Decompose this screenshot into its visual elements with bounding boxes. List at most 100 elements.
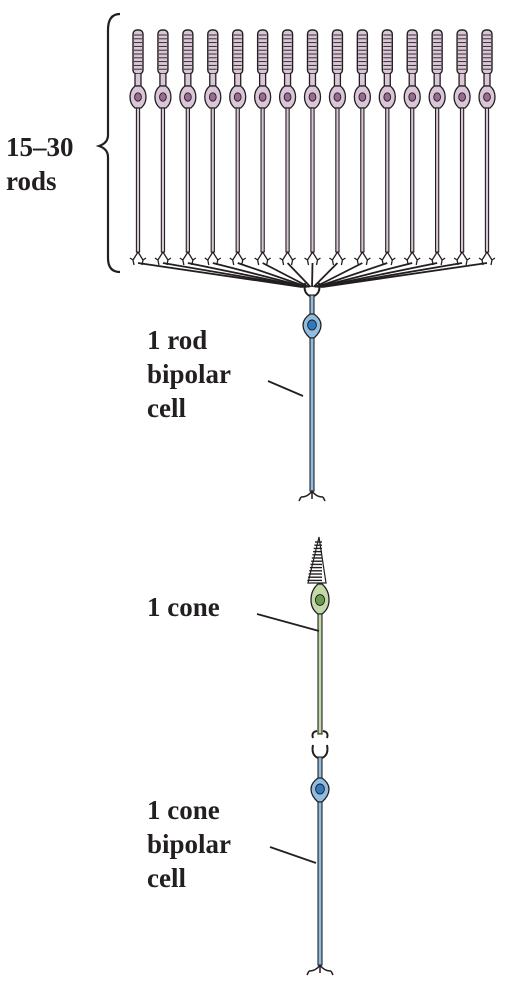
rod-inner-segment bbox=[235, 74, 241, 86]
rod-axon bbox=[211, 108, 214, 252]
rod-axon bbox=[161, 108, 164, 252]
rod-outer-segment bbox=[133, 30, 143, 74]
cone-bipolar-leader-line bbox=[270, 847, 316, 863]
rod-axon bbox=[436, 108, 439, 252]
convergence-line bbox=[318, 263, 412, 287]
rod-bipolar-leader-line bbox=[268, 381, 303, 396]
rod-outer-segment bbox=[158, 30, 168, 74]
rod-cell bbox=[230, 30, 246, 265]
bipolar-axon bbox=[310, 338, 314, 491]
rod-nucleus bbox=[484, 93, 491, 101]
rod-nucleus bbox=[359, 93, 366, 101]
rod-cell bbox=[329, 30, 345, 265]
rod-inner-segment bbox=[285, 74, 291, 86]
rod-nucleus bbox=[135, 93, 142, 101]
rod-nucleus bbox=[334, 93, 341, 101]
rods-group bbox=[130, 30, 495, 265]
bipolar-dendrite-stalk bbox=[318, 757, 322, 779]
rod-cell bbox=[379, 30, 395, 265]
rod-axon bbox=[136, 108, 139, 252]
rod-outer-segment bbox=[432, 30, 442, 74]
rods-bracket bbox=[99, 14, 120, 272]
rod-axon bbox=[236, 108, 239, 252]
rod-outer-segment bbox=[183, 30, 193, 74]
rod-cell bbox=[155, 30, 171, 265]
rod-inner-segment bbox=[185, 74, 191, 86]
bipolar-terminal bbox=[307, 965, 333, 975]
rods-count-label: 15–30 rods bbox=[6, 130, 74, 198]
rod-bipolar-cell bbox=[299, 283, 325, 501]
bipolar-terminal bbox=[299, 491, 325, 501]
rod-axon bbox=[336, 108, 339, 252]
rod-nucleus bbox=[184, 93, 191, 101]
rod-outer-segment bbox=[457, 30, 467, 74]
rod-convergence-lines bbox=[138, 263, 487, 287]
rod-axon bbox=[261, 108, 264, 252]
rod-axon bbox=[361, 108, 364, 252]
rod-cell bbox=[180, 30, 196, 265]
bipolar-nucleus bbox=[316, 784, 325, 794]
rod-outer-segment bbox=[407, 30, 417, 74]
rod-cell bbox=[130, 30, 146, 265]
rod-cell bbox=[280, 30, 296, 265]
rod-nucleus bbox=[160, 93, 167, 101]
cone-bipolar-cell bbox=[307, 745, 333, 975]
bipolar-dendrite bbox=[313, 745, 328, 758]
rod-inner-segment bbox=[359, 74, 365, 86]
rod-inner-segment bbox=[160, 74, 166, 86]
rod-inner-segment bbox=[459, 74, 465, 86]
bipolar-nucleus bbox=[308, 320, 317, 330]
cone-axon bbox=[318, 614, 322, 734]
rod-inner-segment bbox=[384, 74, 390, 86]
cone-cell bbox=[307, 537, 329, 738]
rod-outer-segment bbox=[258, 30, 268, 74]
rod-inner-segment bbox=[310, 74, 316, 86]
rod-nucleus bbox=[234, 93, 241, 101]
rod-cell bbox=[205, 30, 221, 265]
rod-nucleus bbox=[209, 93, 216, 101]
rod-nucleus bbox=[409, 93, 416, 101]
cone-bipolar-label: 1 cone bipolar cell bbox=[147, 793, 231, 895]
rod-outer-segment bbox=[357, 30, 367, 74]
rod-nucleus bbox=[309, 93, 316, 101]
rod-axon bbox=[386, 108, 389, 252]
rod-inner-segment bbox=[484, 74, 490, 86]
rod-inner-segment bbox=[334, 74, 340, 86]
rod-outer-segment bbox=[233, 30, 243, 74]
rod-inner-segment bbox=[409, 74, 415, 86]
rod-outer-segment bbox=[332, 30, 342, 74]
rod-axon bbox=[286, 108, 289, 252]
rod-outer-segment bbox=[308, 30, 318, 74]
rod-outer-segment bbox=[382, 30, 392, 74]
rod-inner-segment bbox=[434, 74, 440, 86]
rod-nucleus bbox=[284, 93, 291, 101]
rod-outer-segment bbox=[208, 30, 218, 74]
rod-nucleus bbox=[434, 93, 441, 101]
cone-nucleus bbox=[315, 595, 324, 606]
rod-cell bbox=[354, 30, 370, 265]
rod-axon bbox=[485, 108, 488, 252]
rod-outer-segment bbox=[482, 30, 492, 74]
rod-axon bbox=[411, 108, 414, 252]
rod-nucleus bbox=[459, 93, 466, 101]
rod-axon bbox=[460, 108, 463, 252]
convergence-line bbox=[323, 263, 488, 287]
bipolar-axon bbox=[318, 802, 322, 965]
rod-cell bbox=[404, 30, 420, 265]
rod-nucleus bbox=[384, 93, 391, 101]
rod-cell bbox=[429, 30, 445, 265]
rod-inner-segment bbox=[210, 74, 216, 86]
cone-leader-line bbox=[257, 614, 319, 631]
cone-label: 1 cone bbox=[147, 590, 220, 624]
rod-outer-segment bbox=[283, 30, 293, 74]
rod-cell bbox=[454, 30, 470, 265]
rod-nucleus bbox=[259, 93, 266, 101]
rod-cell bbox=[255, 30, 271, 265]
rod-cell bbox=[305, 30, 321, 265]
rod-axon bbox=[311, 108, 314, 252]
rod-inner-segment bbox=[260, 74, 266, 86]
cone-outer-segment bbox=[308, 537, 326, 583]
rod-inner-segment bbox=[135, 74, 141, 86]
